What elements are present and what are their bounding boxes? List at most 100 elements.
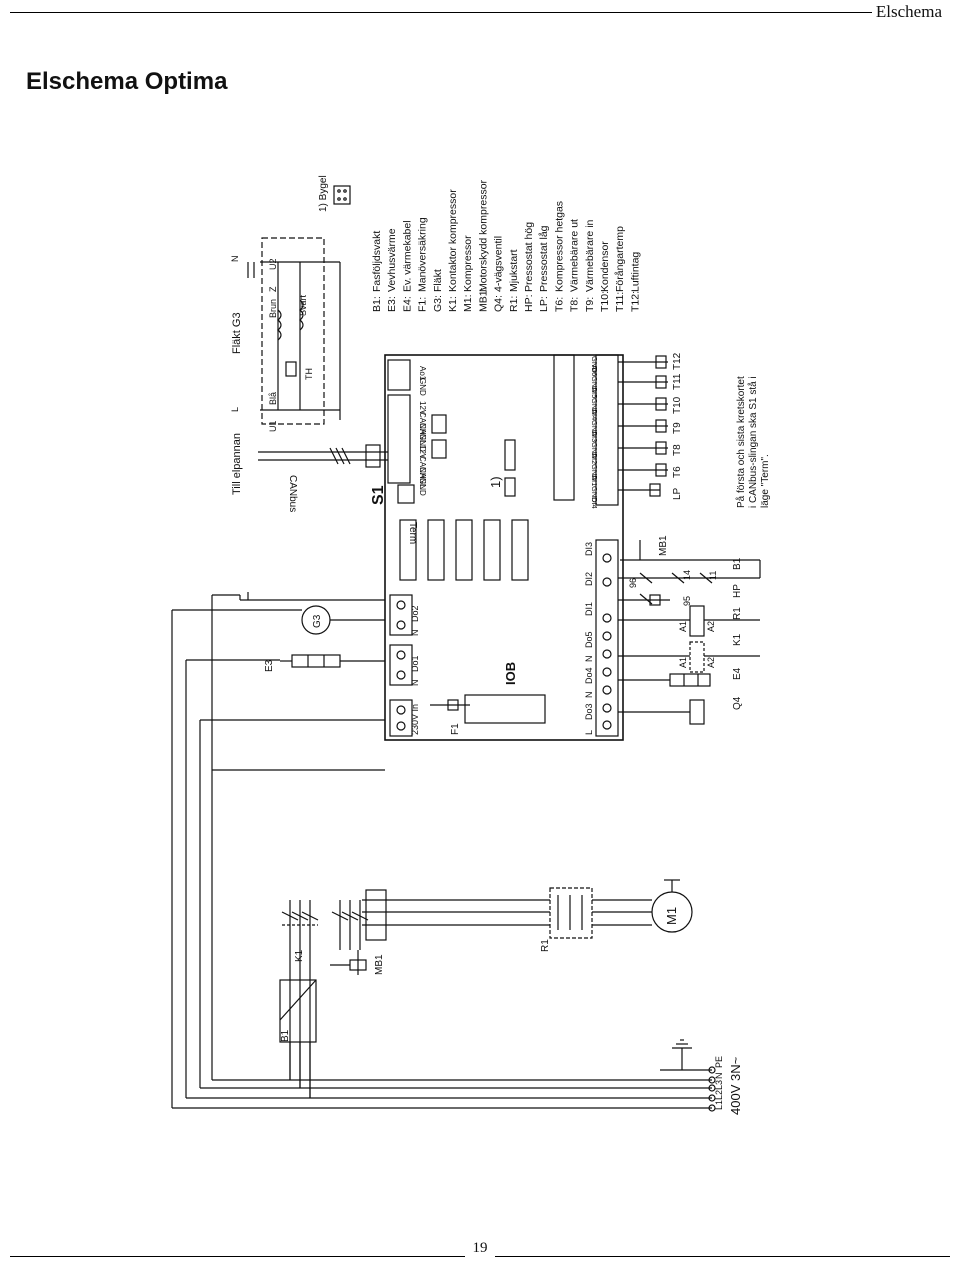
legend-description: Pressostat låg [538,225,550,292]
legend-description: Kompressor [462,235,474,292]
r1-soft-starter [362,887,593,939]
can-pin: CANL [418,423,427,445]
e4-heating-cable [618,673,711,687]
legend-code: T8: [569,297,581,312]
legend-description: Förångartemp [614,226,626,292]
analog-pin: DI4 [590,497,599,509]
b1-label: B1 [280,1029,291,1042]
legend-code: E4: [401,296,413,312]
supply-voltage: 400V 3N~ [728,1056,743,1115]
conn-di2: DI2 [584,572,594,586]
bygel-symbol [333,185,351,205]
sensor-t10: T10 [672,396,683,414]
can-pin: CANH [418,456,427,479]
wire-brun: Brun [268,299,278,318]
board-top-connector-labels: 230V In N Do1 N Do2 [410,605,420,735]
sensor-t9: T9 [672,422,683,434]
section-header: Elschema [875,2,942,21]
analog-pin: GND [590,398,599,415]
flakt-wire-labels: Blå Brun Svart TH U1 U2 Z L N [230,256,314,433]
contact-96: 96 [628,578,638,588]
conn-n-1: N [410,680,420,687]
k1-label: K1 [294,949,305,962]
r1-label: R1 [540,939,551,952]
analog-pin: GND [590,464,599,481]
flakt-g3-block [247,237,341,425]
l-label: L [230,407,240,412]
analog-pin: GND [590,376,599,393]
sensor-t12: T12 [672,352,683,370]
conn-di3: DI3 [584,542,594,556]
relay-a2: A2 [706,657,716,668]
k1-coil-label: K1 [732,633,743,646]
can-pin: 12V [418,445,427,460]
legend-code: B1: [371,296,383,312]
hp-label: HP [732,584,743,598]
analog-pin: GND [590,356,599,373]
q4-valve [618,699,705,725]
board-bottom-connector-labels: L Do3 N Do4 N Do5 DI1 DI2 DI3 [584,542,594,735]
contact-11: 11 [708,571,718,580]
legend-description: Vevhusvärme [386,228,398,292]
canbus-label: CANbus [287,475,298,512]
legend-code: MB1: [477,287,489,312]
analog-pin: AI6 [590,365,599,376]
n-label: N [230,256,240,263]
legend-code: M1: [462,294,474,312]
can-pin: GND [418,478,427,496]
sensor-t8: T8 [672,444,683,456]
can-pin-labels: GND CANL CANH 12V GND CANL CANH 12V GND … [418,366,427,496]
conn-n-2: N [410,630,420,637]
relay-a2: A2 [706,621,716,632]
legend-code: E3: [386,296,398,312]
legend-description: Värmebärare in [584,219,596,292]
conn-do1: Do1 [410,655,420,672]
legend-description: Ev. värmekabel [401,220,413,292]
terminal-l2: L2 [714,1090,724,1100]
bygel-ref: 1) [488,476,503,488]
page-number: 19 [465,1240,495,1260]
terminal-n: N [714,1073,724,1080]
fuse-label: F1 [450,723,461,735]
contact-14: 14 [682,570,692,580]
can-pin: 12V [418,401,427,416]
supply-bus [171,594,716,1112]
conn-do5: Do5 [584,631,594,648]
legend-description: Manöversäkring [417,217,429,292]
note-line: i CANbus-slingan ska S1 stå i [747,376,759,508]
ao-pin: GND [418,378,427,396]
conn-do2: Do2 [410,605,420,622]
mb1-label: MB1 [374,954,385,975]
u2-label: U2 [268,258,278,270]
analog-pin: GND [590,420,599,437]
analog-pin: AI3 [590,431,599,442]
legend-description: Kompressor hetgas [553,201,565,292]
legend-description: Fläkt [432,269,444,292]
legend-code: T9: [584,297,596,312]
legend-code: T10: [599,291,611,312]
legend-code: LP: [538,296,550,312]
e4-label: E4 [732,667,743,680]
header-rule [10,12,872,13]
legend-code: Q4: [493,295,505,312]
relay-a1: A1 [678,621,688,632]
legend-description: Motorskydd kompressor [477,179,489,292]
b1-contact-label: B1 [732,557,743,570]
legend-code: F1: [417,297,429,312]
wire-svart: Svart [298,294,308,316]
s1-label: S1 [370,485,387,505]
ao-pin: Ao1 [418,366,427,381]
legend-description: Fasföljdsvakt [371,231,383,292]
conn-do4: Do4 [584,667,594,684]
u1-label: U1 [268,420,278,432]
analog-pin: AI1 [590,475,599,486]
legend-code: G3: [432,295,444,312]
terminal-l3: L3 [714,1080,724,1090]
legend-description: Kontaktor kompressor [447,189,459,292]
sensor-t11: T11 [672,373,683,390]
k1-contactor [281,900,319,1098]
legend-description: Kondensor [599,241,611,292]
can-pin: GND [418,434,427,452]
legend-code: T12: [629,291,641,312]
